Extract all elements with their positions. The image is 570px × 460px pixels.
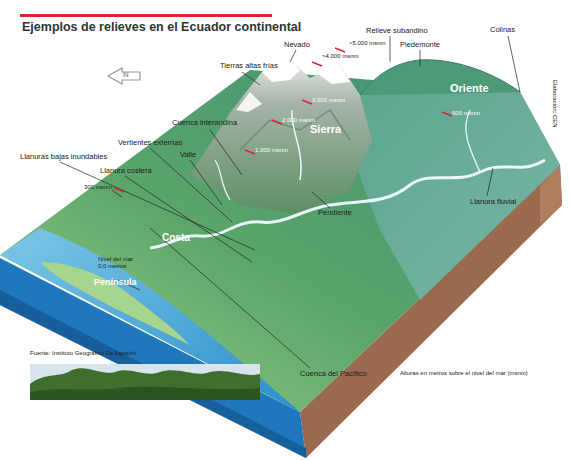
map-label: Cuenca del Pacífico <box>300 370 367 378</box>
map-label: Llanuras bajas inundables <box>20 153 107 161</box>
map-label: Vertientes externas <box>118 139 182 147</box>
map-label: Tierras altas frías <box>220 62 278 70</box>
map-label: N <box>123 71 129 80</box>
map-label: Oriente <box>450 82 489 94</box>
map-label: Pendiente <box>318 209 352 217</box>
map-label: Sierra <box>310 123 341 135</box>
map-label: 2.000 msnm <box>282 117 315 124</box>
map-label: 300 msnm <box>84 184 112 191</box>
map-label: Península <box>94 278 137 288</box>
map-label: Elaboración: CEN <box>551 80 558 128</box>
map-label: Llanura fluvial <box>470 198 516 206</box>
map-label: Llanura costera <box>100 167 152 175</box>
map-label: Cuenca interandina <box>172 119 237 127</box>
map-label: Colinas <box>490 26 515 34</box>
map-label: Alturas en metros sobre el nivel del mar… <box>400 370 528 377</box>
map-label: Relieve subandino <box>366 27 428 35</box>
map-label: 1.000 msnm <box>255 147 288 154</box>
map-label: Valle <box>180 151 196 159</box>
map-label: Nevado <box>284 41 310 49</box>
map-label: 600 msnm <box>452 110 480 117</box>
map-label: Nivel del mar 0,0 metros <box>98 256 138 269</box>
map-label: Costa <box>162 232 190 243</box>
map-label: Fuente: Instituto Geográfico De Agostini <box>30 350 136 357</box>
map-label: 3.000 msnm <box>312 97 345 104</box>
map-label: Piedemonte <box>400 41 440 49</box>
diagram-title: Ejemplos de relieves en el Ecuador conti… <box>22 20 301 34</box>
map-label: >4.000 msnm <box>322 53 359 60</box>
map-label: >5.000 msnm <box>349 40 386 47</box>
